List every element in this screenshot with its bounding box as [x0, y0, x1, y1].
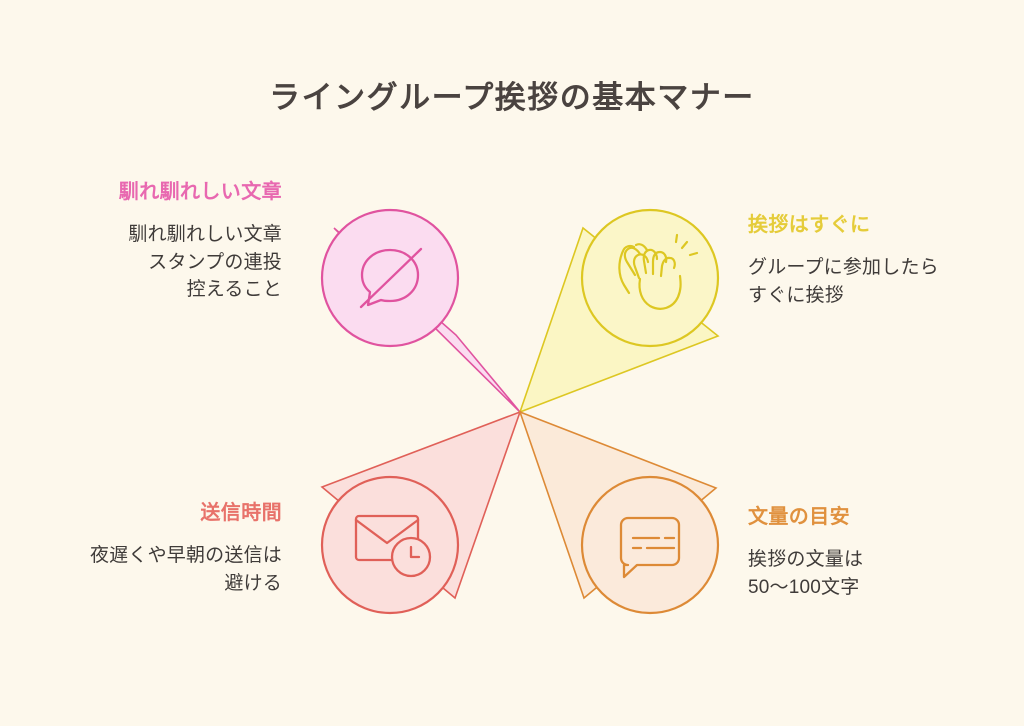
no-chat-bubble-icon: [359, 247, 423, 309]
text-block-bottom-left: 送信時間 夜遅くや早朝の送信は 避ける: [10, 499, 282, 597]
body-bottom-right: 挨拶の文量は 50〜100文字: [748, 546, 1016, 601]
heading-bottom-right: 文量の目安: [748, 506, 850, 528]
heading-bottom-left: 送信時間: [200, 502, 282, 524]
body-line: グループに参加したら: [748, 257, 939, 278]
body-bottom-left: 夜遅くや早朝の送信は 避ける: [10, 542, 282, 597]
body-top-right: グループに参加したら すぐに挨拶: [748, 254, 1016, 309]
circle-bottom-left: [320, 475, 460, 615]
quadrant-top-left[interactable]: [320, 208, 521, 413]
clapping-hands-icon: [618, 233, 699, 310]
body-line: 控えること: [186, 279, 282, 301]
body-top-left: 馴れ馴れしい文章 スタンプの連投 控えること: [20, 221, 282, 304]
body-line: 馴れ馴れしい文章: [128, 224, 282, 245]
text-block-bottom-right: 文量の目安 挨拶の文量は 50〜100文字: [748, 503, 1016, 601]
text-block-top-left: 馴れ馴れしい文章 馴れ馴れしい文章 スタンプの連投 控えること: [20, 178, 282, 304]
circle-top-right: [580, 208, 720, 348]
body-line: 夜遅くや早朝の送信は: [89, 545, 282, 566]
text-block-top-right: 挨拶はすぐに グループに参加したら すぐに挨拶: [748, 211, 1016, 309]
mail-clock-icon: [354, 514, 432, 578]
page-title: ライングループ挨拶の基本マナー: [269, 80, 755, 115]
body-line: 50〜100文字: [748, 576, 860, 598]
quadrant-top-right[interactable]: [518, 208, 720, 414]
body-line: すぐに挨拶: [748, 284, 845, 306]
chat-bubble-lines-icon: [619, 516, 681, 579]
heading-top-left: 馴れ馴れしい文章: [118, 181, 282, 203]
body-line: スタンプの連投: [148, 251, 282, 273]
body-line: 挨拶の文量は: [748, 549, 864, 570]
quadrant-bottom-right[interactable]: [518, 410, 720, 615]
circle-bottom-right: [580, 475, 720, 615]
body-line: 避ける: [224, 572, 282, 594]
heading-top-right: 挨拶はすぐに: [748, 214, 871, 236]
quadrant-bottom-left[interactable]: [320, 410, 522, 615]
